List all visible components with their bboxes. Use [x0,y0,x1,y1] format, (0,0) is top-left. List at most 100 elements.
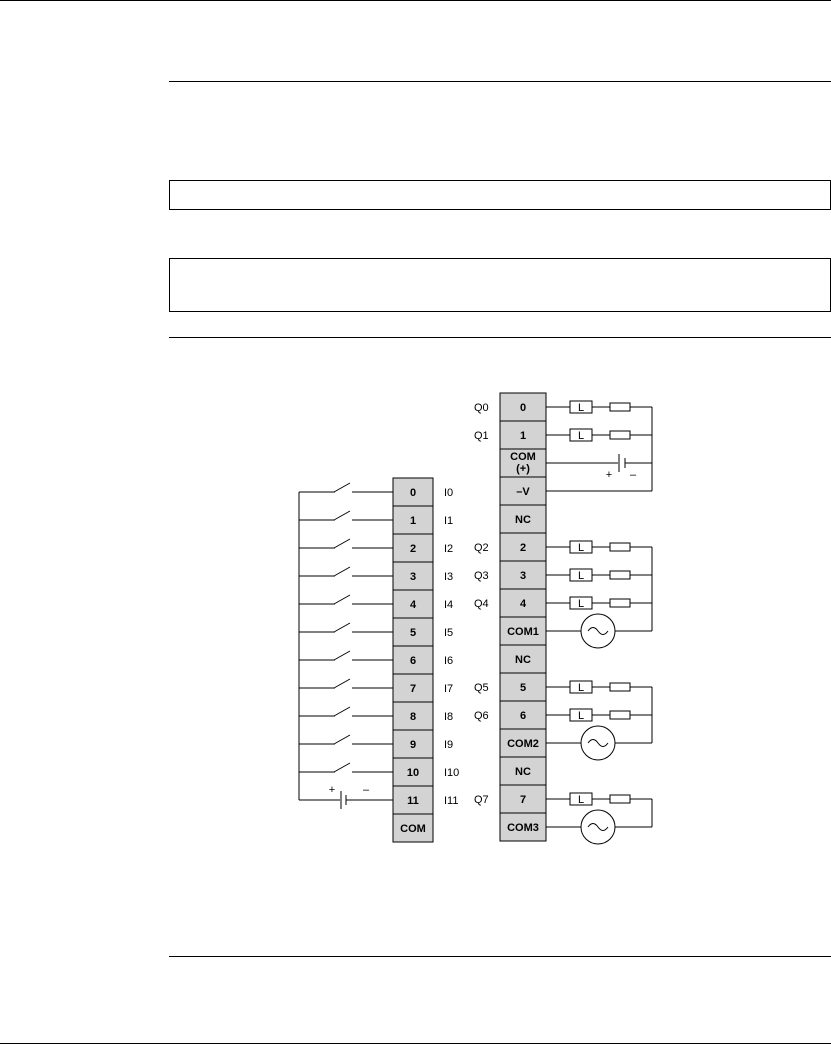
input-address-label: I0 [444,487,453,499]
switch-contact [333,622,351,633]
load-symbol-label: L [578,710,584,722]
battery-minus-sign: – [363,784,370,796]
input-terminal-label: 4 [410,599,417,611]
section-rule-2 [169,337,831,338]
input-address-label: I9 [444,739,453,751]
input-terminal-label: 7 [410,683,416,695]
top-page-rule [0,0,831,1]
input-address-label: I8 [444,711,453,723]
load-symbol-label: L [578,598,584,610]
output-terminal [499,672,547,702]
input-terminal-label: 1 [410,515,416,527]
output-terminal-label: 5 [520,682,526,694]
output-terminal-label: 3 [520,570,526,582]
output-terminal-label: NC [515,514,531,526]
input-terminal [392,673,434,703]
input-terminal [392,477,434,507]
output-terminal-label: 0 [520,402,526,414]
load-symbol-label: L [578,794,584,806]
output-address-label: Q5 [474,682,489,694]
load-symbol-label: L [578,402,584,414]
output-terminal-label: 4 [520,598,527,610]
switch-contact [333,706,351,717]
fuse-symbol [609,682,631,692]
output-address-label: Q6 [474,710,489,722]
output-terminal [499,532,547,562]
load-symbol-label: L [578,570,584,582]
input-terminal-block: 01234567891011COMI0I1I2I3I4I5I6I7I8I9I10… [392,477,459,843]
switch-contact [333,650,351,661]
output-terminal-label: COM1 [507,626,539,638]
section-rule-1 [169,81,831,82]
input-terminal [392,617,434,647]
output-address-label: Q7 [474,794,489,806]
output-address-label: Q4 [474,598,489,610]
output-terminal [499,812,547,842]
output-terminal-label: NC [515,766,531,778]
output-terminal [499,728,547,758]
output-address-label: Q0 [474,402,489,414]
input-terminal-label: 2 [410,543,416,555]
input-address-label: I1 [444,515,453,527]
output-terminal [499,448,547,478]
input-address-label: I4 [444,599,453,611]
output-address-label: Q3 [474,570,489,582]
input-terminal-label: 6 [410,655,416,667]
fuse-symbol [609,542,631,552]
note-box [169,258,831,312]
output-terminal-label: 1 [520,430,526,442]
input-terminal [392,505,434,535]
input-terminal-label: COM [400,823,426,835]
fuse-symbol [609,430,631,440]
output-terminal-label: 6 [520,710,526,722]
output-address-label: Q2 [474,542,489,554]
output-terminal [499,560,547,590]
fuse-symbol [609,710,631,720]
input-terminal-label: 5 [410,627,416,639]
input-terminal-label: 10 [407,767,419,779]
load-symbol-label: L [578,430,584,442]
output-terminal-label: COM2 [507,738,539,750]
input-terminal-label: 0 [410,487,416,499]
switch-contact [333,594,351,605]
switch-contact [333,538,351,549]
fuse-symbol [609,402,631,412]
input-address-label: I3 [444,571,453,583]
section-rule-3 [169,956,831,957]
input-address-label: I11 [444,795,458,807]
output-terminal [499,616,547,646]
switch-contact [333,678,351,689]
output-terminal [499,756,547,786]
ac-wave [587,739,609,747]
output-terminal-label: 2 [520,542,526,554]
input-terminal [392,785,434,815]
output-terminal [499,420,547,450]
switch-contact [333,482,351,493]
input-terminal-label: 11 [407,795,419,807]
input-address-label: I7 [444,683,453,695]
output-terminal-label: –V [516,486,530,498]
output-address-label: Q1 [474,430,489,442]
input-address-label: I6 [444,655,453,667]
switch-contact [333,734,351,745]
input-terminal [392,701,434,731]
input-terminal [392,533,434,563]
output-terminal [499,644,547,674]
output-terminal-label: (+) [516,463,530,475]
ac-wave [587,823,609,831]
load-symbol-label: L [578,682,584,694]
switch-contact [333,762,351,773]
input-address-label: I10 [444,767,459,779]
fuse-symbol [609,794,631,804]
output-terminal-label: 7 [520,794,526,806]
input-address-label: I5 [444,627,453,639]
input-terminal-label: 3 [410,571,416,583]
output-terminal-label: COM [510,451,536,463]
output-terminal [499,588,547,618]
switch-contact [333,510,351,521]
output-terminal-label: COM3 [507,822,539,834]
input-terminal-label: 9 [410,739,416,751]
output-terminal [499,784,547,814]
